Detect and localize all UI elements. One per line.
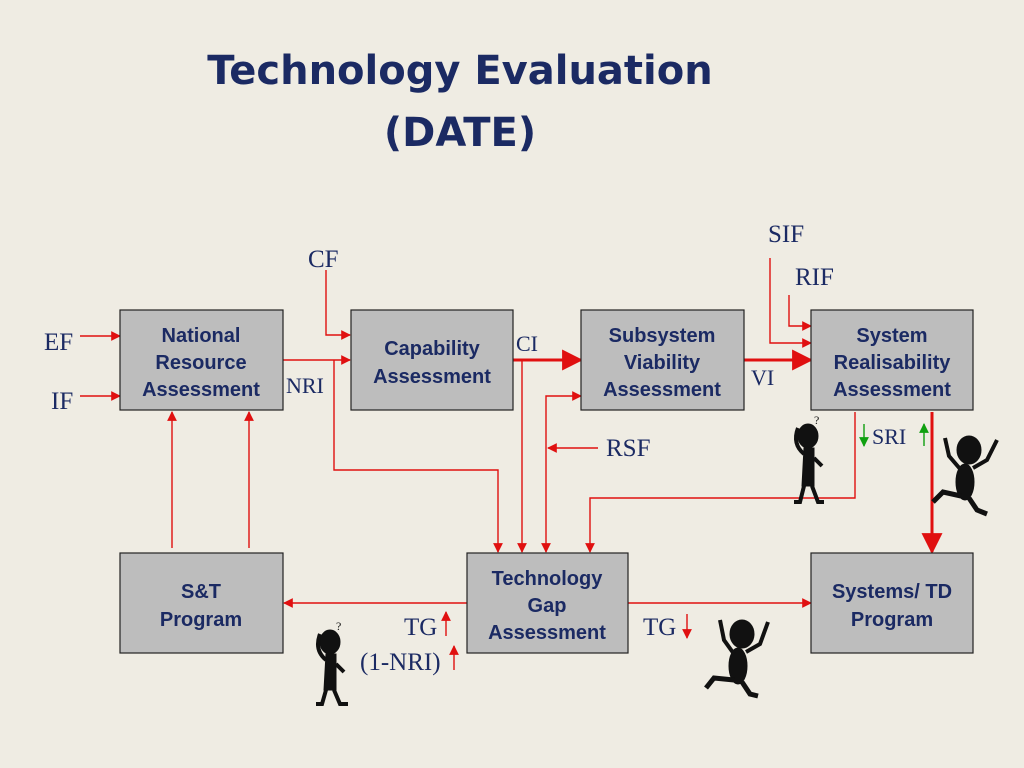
- box-capability-assessment: Capability Assessment: [350, 309, 514, 411]
- label-vi: VI: [751, 365, 774, 390]
- sri-to-gap-arrow: [585, 412, 856, 553]
- cf-arrow: [325, 270, 351, 340]
- sif-arrow: [769, 258, 812, 348]
- label-ef: EF: [44, 329, 73, 356]
- flow-labels: EF IF CF NRI CI SIF RIF VI RSF SRI TG (1…: [44, 221, 906, 676]
- box-national-resource-assessment: National Resource Assessment: [119, 309, 284, 411]
- box-line: S&T: [181, 581, 221, 603]
- jumping-stick-figure-icon: [704, 619, 770, 699]
- box-line: Viability: [624, 352, 701, 374]
- box-systems-td-program: Systems/ TD Program: [810, 552, 974, 654]
- label-tg-left: TG: [404, 614, 437, 641]
- label-rsf: RSF: [606, 435, 650, 462]
- label-if: IF: [51, 388, 73, 415]
- label-rif: RIF: [795, 264, 834, 291]
- box-line: Subsystem: [609, 325, 716, 347]
- label-nri: NRI: [286, 373, 324, 398]
- box-line: Realisability: [834, 352, 952, 374]
- confused-stick-figure-icon: ?: [794, 413, 824, 504]
- label-sri: SRI: [872, 424, 906, 449]
- box-line: Gap: [528, 595, 567, 617]
- box-line: System: [856, 325, 927, 347]
- box-line: Program: [160, 609, 242, 631]
- title-line-2: (DATE): [383, 110, 537, 156]
- nri-to-gap-arrow: [333, 360, 503, 553]
- page-title: Technology Evaluation (DATE): [180, 40, 740, 164]
- svg-text:?: ?: [814, 413, 819, 427]
- label-cf: CF: [308, 246, 339, 273]
- box-line: Program: [851, 609, 933, 631]
- box-line: National: [162, 325, 241, 347]
- label-sif: SIF: [768, 221, 804, 248]
- label-ci: CI: [516, 331, 538, 356]
- connectors: [80, 258, 943, 670]
- label-tg-right: TG: [643, 614, 676, 641]
- box-line: Resource: [155, 352, 246, 374]
- rif-arrow: [788, 295, 812, 331]
- box-line: Assessment: [142, 379, 260, 401]
- box-system-realisability-assessment: System Realisability Assessment: [810, 309, 974, 411]
- box-st-program: S&T Program: [119, 552, 284, 654]
- box-technology-gap-assessment: Technology Gap Assessment: [466, 552, 629, 654]
- box-line: Assessment: [603, 379, 721, 401]
- box-line: Capability: [384, 338, 480, 360]
- confused-stick-figure-icon: ?: [316, 619, 348, 706]
- label-one-minus-nri: (1-NRI): [360, 649, 441, 676]
- title-line-1: Technology Evaluation: [207, 48, 713, 94]
- box-line: Assessment: [833, 379, 951, 401]
- jumping-stick-figure-icon: [931, 435, 999, 517]
- box-line: Assessment: [373, 366, 491, 388]
- svg-text:?: ?: [336, 619, 341, 633]
- box-subsystem-viability-assessment: Subsystem Viability Assessment: [580, 309, 745, 411]
- box-line: Systems/ TD: [832, 581, 952, 603]
- rsf-to-subsystem-arrow: [545, 391, 582, 440]
- box-line: Technology: [492, 568, 604, 590]
- box-line: Assessment: [488, 622, 606, 644]
